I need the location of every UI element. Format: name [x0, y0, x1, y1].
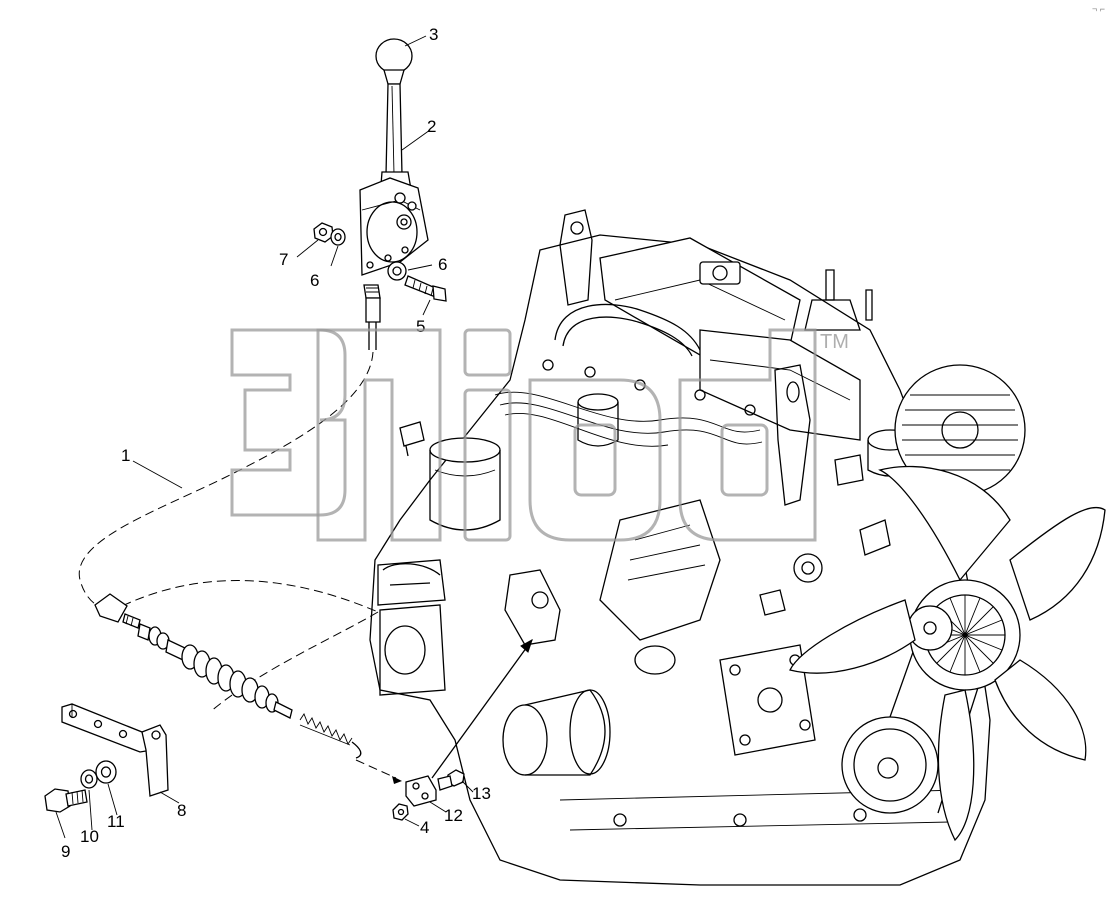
label-part-4: 4: [420, 818, 429, 837]
label-part-8: 8: [177, 801, 186, 820]
washer-lower: [387, 261, 407, 281]
washer-upper: [330, 228, 346, 246]
corner-mark: ¬ ⌐: [1092, 4, 1105, 14]
cable-bracket: [61, 703, 169, 797]
throttle-cable: [78, 284, 381, 759]
throttle-lever: [359, 83, 429, 276]
watermark-trademark: TM: [820, 331, 849, 353]
engine-assembly: [369, 209, 1106, 886]
watermark-logo: TM: [230, 328, 849, 542]
label-part-7: 7: [279, 250, 288, 269]
label-part-12: 12: [444, 806, 463, 825]
plate-screw: [437, 769, 465, 791]
label-part-13: 13: [472, 784, 491, 803]
flat-washer: [95, 760, 117, 784]
label-part-10: 10: [80, 827, 99, 846]
label-part-2: 2: [427, 117, 436, 136]
spring-washer: [80, 769, 98, 789]
label-part-5: 5: [416, 317, 425, 336]
control-knob: [375, 38, 413, 85]
mounting-plate: [405, 775, 437, 807]
label-part-1: 1: [121, 446, 130, 465]
bracket-bolt: [44, 788, 88, 813]
label-part-6-right: 6: [438, 255, 447, 274]
label-part-3: 3: [429, 25, 438, 44]
lever-bolt: [404, 275, 447, 302]
plate-nut: [392, 803, 409, 821]
label-part-11: 11: [107, 812, 125, 831]
label-part-6-left: 6: [310, 271, 319, 290]
lever-nut: [313, 222, 334, 243]
leader-lines: [55, 35, 474, 839]
label-part-9: 9: [61, 842, 70, 861]
